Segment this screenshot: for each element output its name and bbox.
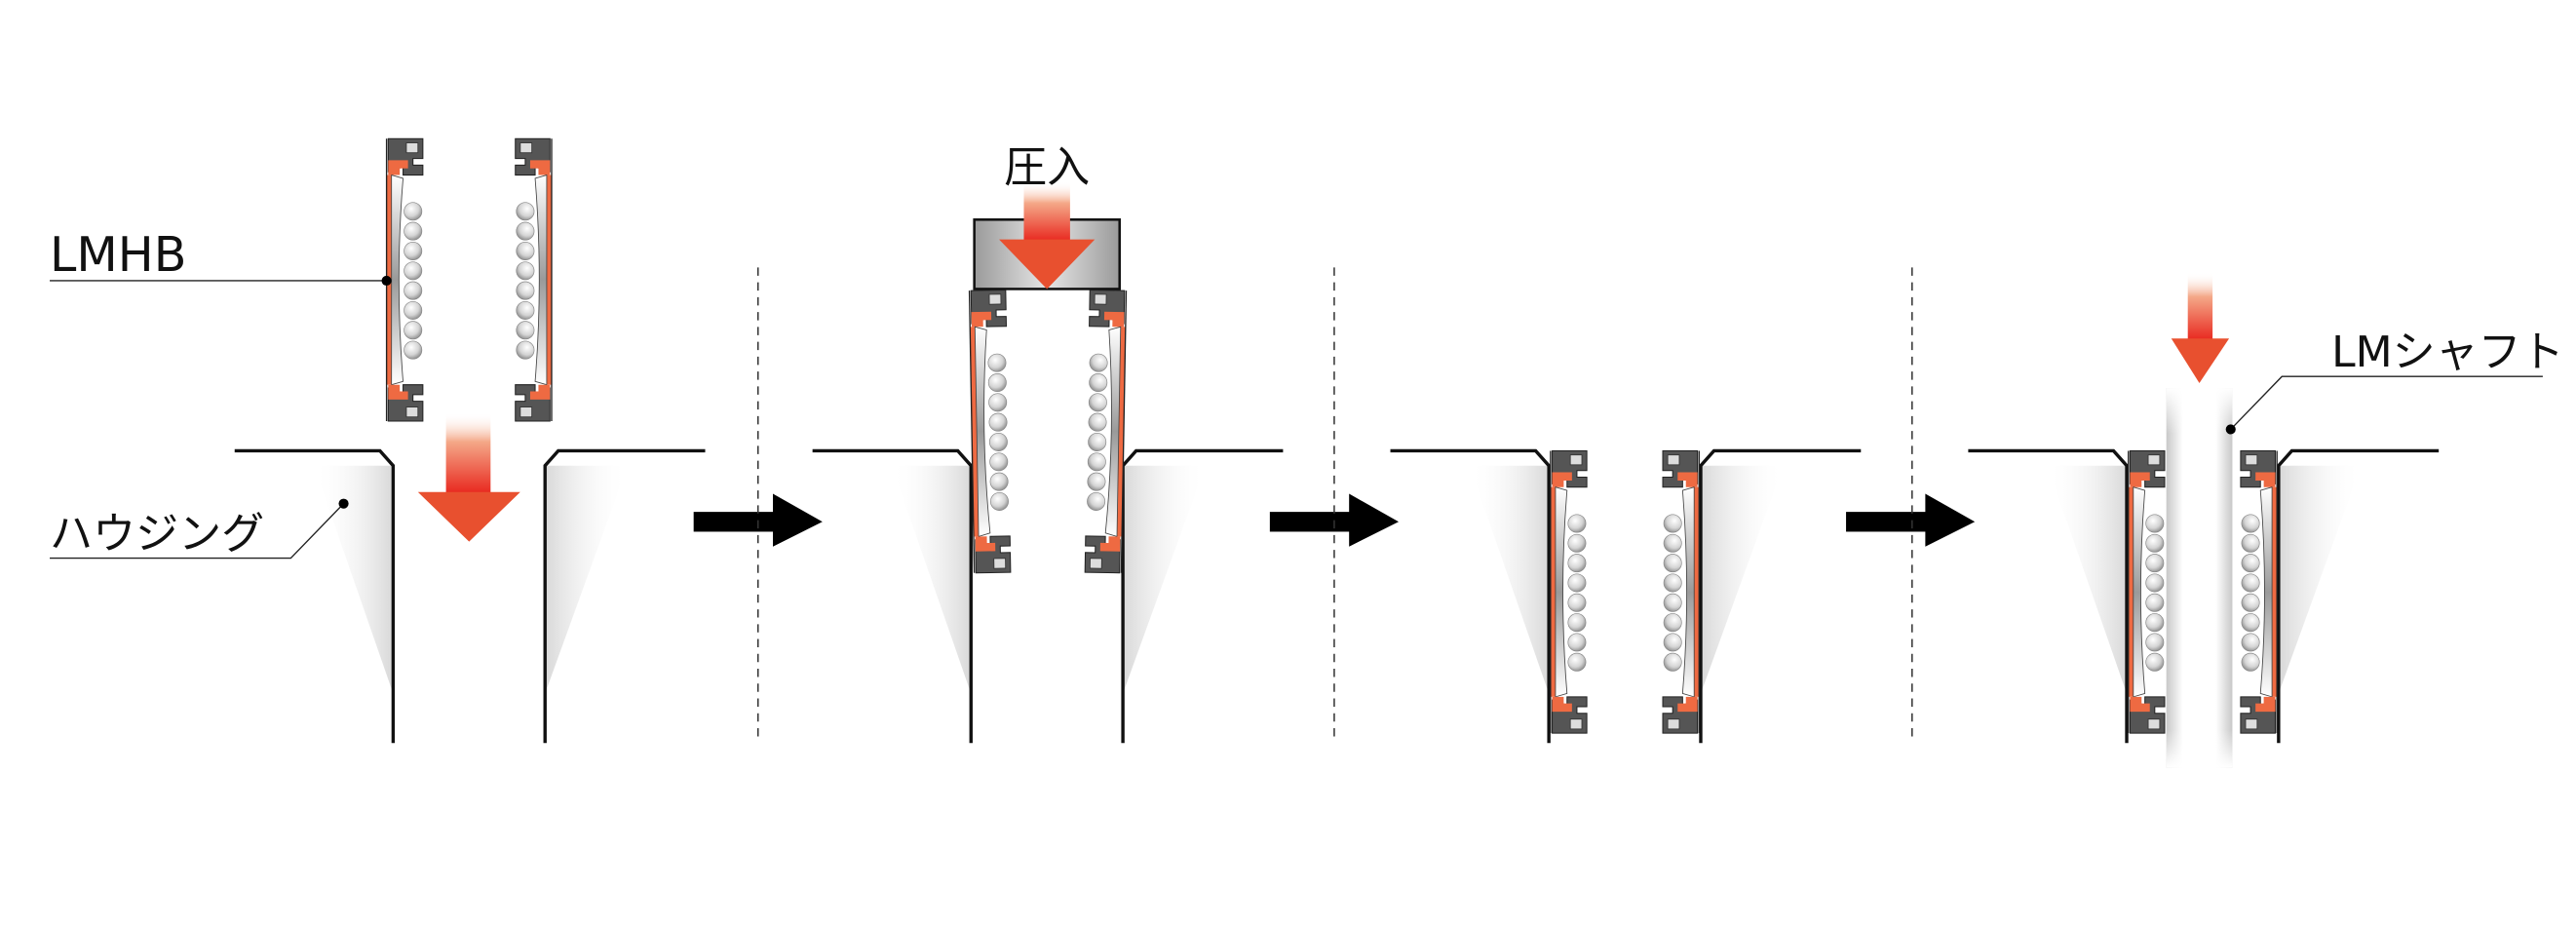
shaft-label: LMシャフト bbox=[2331, 328, 2564, 377]
bearing-left-half bbox=[968, 289, 1012, 574]
lm-shaft bbox=[2166, 388, 2233, 768]
press-arrow-icon bbox=[999, 181, 1096, 290]
bearing-right-half bbox=[1662, 449, 1701, 734]
housing bbox=[1388, 448, 1863, 745]
next-step-arrow-icon bbox=[1846, 493, 1976, 547]
housing bbox=[810, 448, 1286, 745]
bearing-left-half bbox=[385, 137, 424, 422]
bearing-left-half bbox=[2127, 449, 2166, 734]
step-4-shaft-inserted: LMシャフト bbox=[1966, 272, 2564, 768]
press-fit-label: 圧入 bbox=[1004, 142, 1090, 192]
step-2-press-fit: 圧入 bbox=[810, 142, 1399, 745]
bearing-right-half bbox=[2240, 449, 2279, 734]
bearing-right-half bbox=[514, 137, 553, 422]
step-1-bearing-above-housing: LMHB ハウジング bbox=[50, 137, 823, 745]
housing-leader-line bbox=[50, 498, 349, 560]
bearing-label: LMHB bbox=[50, 226, 186, 283]
bearing-right-half bbox=[1084, 289, 1128, 574]
shaft-insert-arrow-icon bbox=[2171, 272, 2230, 383]
step-3-bearing-installed bbox=[1388, 448, 1976, 745]
shaft-leader-line bbox=[2225, 375, 2543, 435]
down-arrow-icon bbox=[417, 412, 520, 542]
housing-label: ハウジング bbox=[50, 509, 264, 559]
bearing-left-half bbox=[1549, 449, 1588, 734]
bearing-leader-line bbox=[50, 275, 392, 287]
